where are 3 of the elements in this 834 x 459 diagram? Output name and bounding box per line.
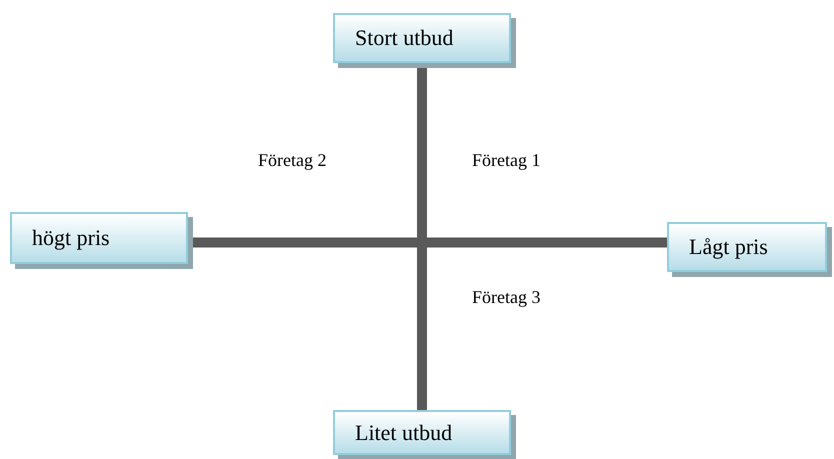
quadrant-label: Företag 1: [472, 150, 540, 171]
quadrant-label: Företag 3: [472, 287, 540, 308]
quadrant-label: Företag 2: [258, 150, 326, 171]
